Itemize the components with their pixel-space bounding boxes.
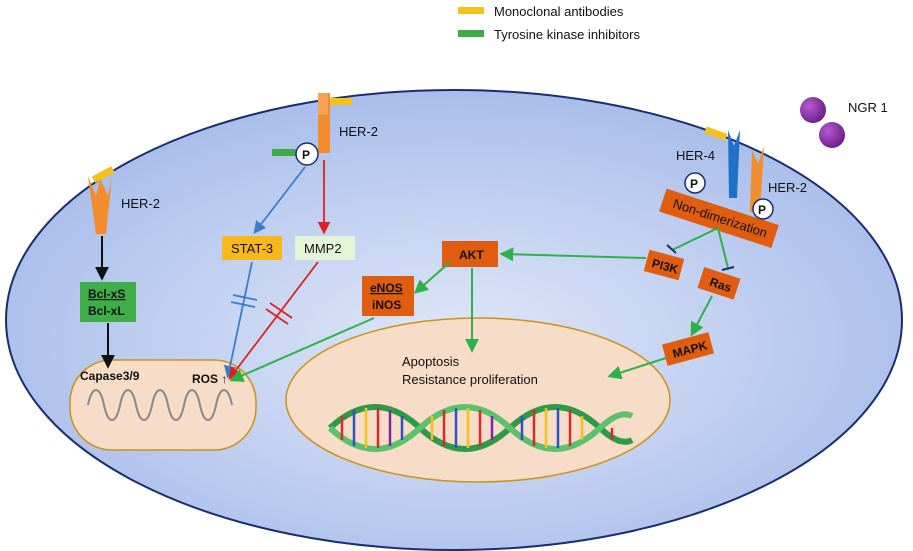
mmp2-box: MMP2 xyxy=(295,236,355,260)
arrow-nos-to-ros xyxy=(229,317,375,382)
ngr1-label: NGR 1 xyxy=(848,100,888,115)
legend-tki-label: Tyrosine kinase inhibitors xyxy=(494,27,640,42)
her4-antibody xyxy=(704,126,728,141)
ras-box: Ras xyxy=(697,266,741,300)
arrow-ras-to-mapk xyxy=(690,295,713,337)
apoptosis-label: Apoptosis xyxy=(402,354,460,369)
her2-top-tki xyxy=(272,149,296,156)
inhibit-stat3-bar1 xyxy=(232,294,258,301)
mmp2-label: MMP2 xyxy=(304,241,342,256)
legend-monoclonal-swatch xyxy=(458,7,484,14)
pi3k-box: PI3K xyxy=(643,249,685,281)
her2-right-body xyxy=(750,146,764,212)
nucleus-body xyxy=(285,317,671,483)
mitochondrion-body xyxy=(69,359,257,451)
her2-top-phospho-label: P xyxy=(302,148,310,162)
her2-top-antibody xyxy=(330,98,352,105)
ngr1: NGR 1 xyxy=(800,97,888,148)
mapk-box: MAPK xyxy=(661,332,715,366)
her4-phospho xyxy=(684,172,706,194)
her2-left-antibody xyxy=(91,166,115,183)
her2-right-phospho xyxy=(752,198,774,220)
receptor-pair-right: HER-4 P HER-2 P xyxy=(676,126,807,220)
inhibit-mmp2-bar1 xyxy=(269,302,293,319)
ngr1-molecule-1 xyxy=(800,97,826,123)
legend-monoclonal-label: Monoclonal antibodies xyxy=(494,4,624,19)
her4-label: HER-4 xyxy=(676,148,715,163)
her2-right-phospho-label: P xyxy=(758,203,766,217)
her2-left-label: HER-2 xyxy=(121,196,160,211)
dna-helix xyxy=(327,404,634,452)
stat3-box: STAT-3 xyxy=(222,236,282,260)
bcl-xs-label: Bcl-xS xyxy=(88,287,125,301)
ros-label: ROS ↑ xyxy=(192,372,227,386)
inhibit-stat3-bar2 xyxy=(230,301,256,308)
inhibit-ras-bar xyxy=(721,266,735,271)
her2-top-ext xyxy=(318,93,328,115)
nucleus: Apoptosis Resistance proliferation xyxy=(285,317,671,483)
pi3k-label: PI3K xyxy=(650,256,680,277)
ngr1-molecule-2 xyxy=(819,122,845,148)
nos-box: eNOS iNOS xyxy=(362,276,414,316)
ras-label: Ras xyxy=(708,275,734,295)
enos-label: eNOS xyxy=(370,281,403,295)
arrow-akt-to-nos xyxy=(413,261,451,294)
legend-tki-swatch xyxy=(458,30,484,37)
inhibit-mmp2-bar2 xyxy=(265,308,289,325)
legend: Monoclonal antibodies Tyrosine kinase in… xyxy=(458,4,640,42)
stat3-label: STAT-3 xyxy=(231,241,273,256)
arrow-nondimer-to-pi3k xyxy=(671,227,719,251)
caspase-label: Capase3/9 xyxy=(80,369,140,383)
her2-right-label: HER-2 xyxy=(768,180,807,195)
resistance-label: Resistance proliferation xyxy=(402,372,538,387)
arrow-stat3-to-ros xyxy=(223,261,253,379)
bcl-box: Bcl-xS Bcl-xL xyxy=(80,282,136,322)
her4-body xyxy=(728,130,740,198)
her2-receptor-left: HER-2 xyxy=(88,166,160,234)
mitochondrion-cristae xyxy=(87,389,233,421)
arrow-mmp2-to-ros xyxy=(228,261,319,381)
arrow-mapk-to-nucleus xyxy=(607,357,667,380)
inhibit-pi3k-bar xyxy=(666,244,677,254)
akt-label: AKT xyxy=(459,248,484,262)
her2-top-phospho xyxy=(295,142,319,166)
her2-receptor-top: P HER-2 xyxy=(272,93,378,166)
her2-top-label: HER-2 xyxy=(339,124,378,139)
akt-box: AKT xyxy=(442,241,498,267)
bcl-xl-label: Bcl-xL xyxy=(88,304,125,318)
mitochondrion: Capase3/9 ROS ↑ xyxy=(69,359,257,451)
arrow-nondimer-to-ras xyxy=(717,227,729,269)
arrow-p-to-stat3 xyxy=(253,166,306,234)
arrow-pi3k-to-akt xyxy=(499,247,647,262)
inos-label: iNOS xyxy=(372,298,401,312)
her4-phospho-label: P xyxy=(690,177,698,191)
her2-left-body xyxy=(88,176,112,234)
